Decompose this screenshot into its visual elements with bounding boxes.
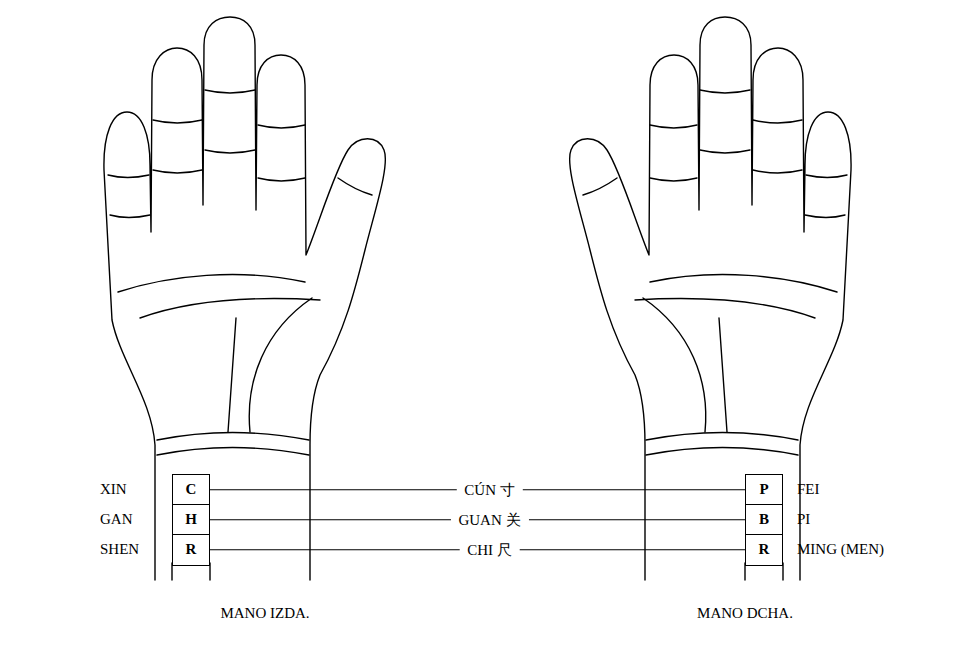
pulse-position-box: R (745, 534, 783, 566)
organ-letter: R (186, 541, 197, 558)
pulse-position-box: B (745, 504, 783, 536)
organ-name: FEI (797, 480, 820, 498)
right-hand (570, 17, 851, 580)
organ-name: PI (797, 510, 810, 528)
organ-letter: B (759, 511, 769, 528)
organ-letter: H (185, 511, 197, 528)
organ-name: GAN (100, 510, 133, 528)
pulse-position-box: H (172, 504, 210, 536)
position-name: CÚN 寸 (456, 481, 522, 499)
organ-letter: R (759, 541, 770, 558)
left-hand (104, 17, 385, 580)
organ-letter: P (759, 481, 768, 498)
pulse-position-box: C (172, 474, 210, 506)
position-name: GUAN 关 (450, 511, 528, 529)
organ-letter: C (186, 481, 197, 498)
organ-name: XIN (100, 480, 127, 498)
organ-name: SHEN (100, 540, 139, 558)
hand-caption: MANO DCHA. (697, 604, 793, 622)
pulse-position-box: P (745, 474, 783, 506)
position-name: CHI 尺 (459, 541, 520, 559)
hand-caption: MANO IZDA. (220, 604, 309, 622)
organ-name: MING (MEN) (797, 540, 884, 558)
pulse-position-box: R (172, 534, 210, 566)
